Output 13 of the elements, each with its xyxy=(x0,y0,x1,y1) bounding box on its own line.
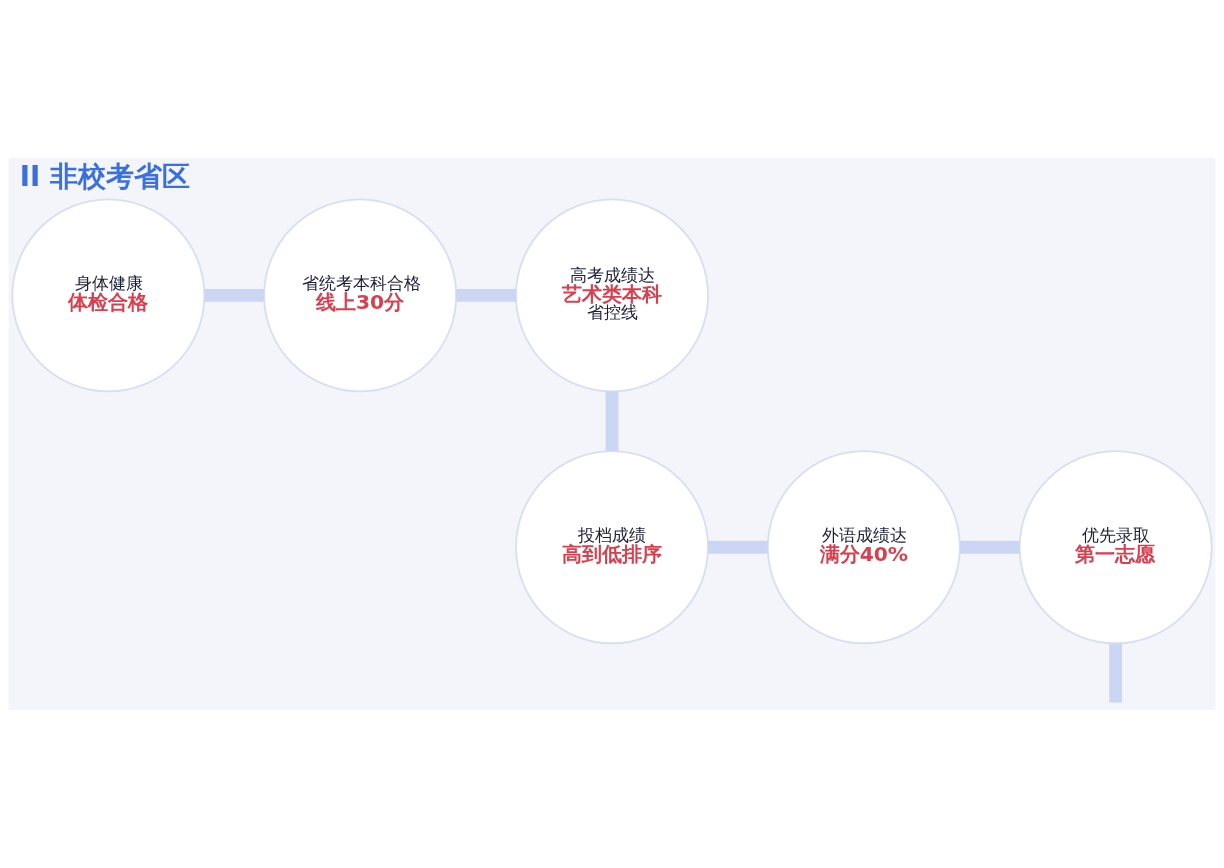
node-circle: 投档成绩 高到低排序 xyxy=(515,450,709,645)
node-circle: 高考成绩达 艺术类本科 省控线 xyxy=(515,198,709,393)
connector xyxy=(605,391,619,451)
connector xyxy=(960,540,1020,554)
node-circle: 身体健康 体检合格 xyxy=(11,198,206,393)
connector xyxy=(204,288,265,302)
connector xyxy=(456,288,516,302)
node-circle: 外语成绩达 满分40% xyxy=(766,450,961,645)
node-circle: 省统考本科合格 线上30分 xyxy=(263,198,458,393)
diagram-title: II 非校考省区 xyxy=(19,160,190,194)
connector xyxy=(1109,643,1123,703)
node-circle: 优先录取 第一志愿 xyxy=(1018,450,1213,645)
connector xyxy=(708,540,768,554)
